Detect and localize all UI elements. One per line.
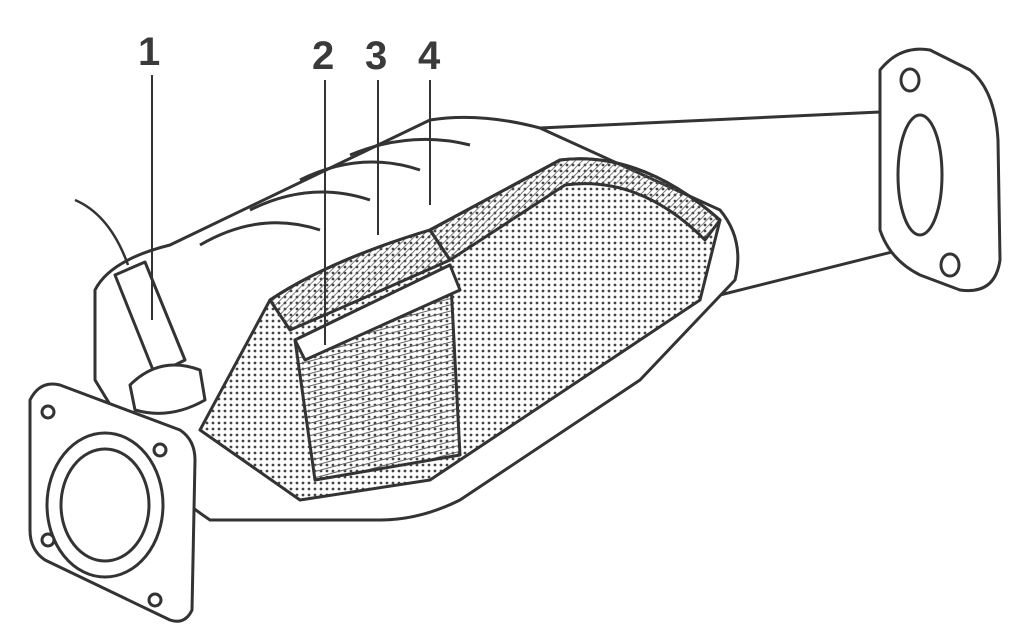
callout-2: 2 (312, 34, 335, 78)
oxygen-sensor (113, 260, 187, 377)
callout-3: 3 (365, 34, 388, 78)
callout-1: 1 (138, 30, 161, 74)
callout-4: 4 (418, 34, 441, 78)
